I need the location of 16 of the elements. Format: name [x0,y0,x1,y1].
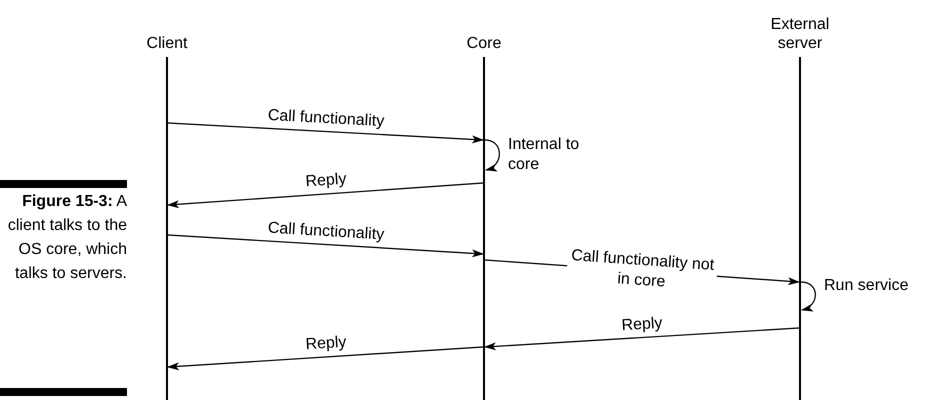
message-arrow [800,281,816,311]
participant-name: Client [146,34,188,53]
participant-name: Core [466,34,502,53]
edge-label: Reply [304,332,347,356]
message-arrow [167,182,484,208]
message-arrow [484,327,800,350]
figure-caption: Figure 15-3: A client talks to the OS core, which talks to servers. [6,192,127,284]
message-arrow [168,234,484,258]
message-arrow [167,346,484,370]
edge-label: Reply [304,170,347,192]
edge-label: Call functionality [266,105,384,132]
participant-name: External server [770,15,830,53]
edge-label: Call functionality [266,218,384,245]
edge-label: Reply [620,313,664,336]
message-arrow [168,122,484,144]
message-arrow [484,139,500,171]
